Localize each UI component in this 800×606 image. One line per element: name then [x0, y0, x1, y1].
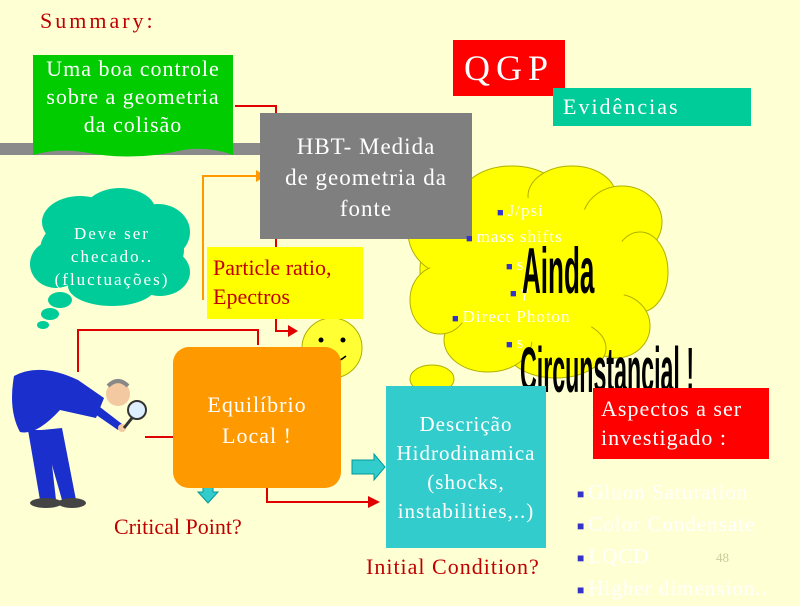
equilibrio-box: Equilíbrio Local !: [173, 347, 341, 488]
hbt-line-2: de geometria da: [285, 165, 447, 190]
equilibrio-line-2: Local !: [222, 423, 292, 448]
man-with-magnifier-icon: [12, 369, 147, 508]
list-item: ■LQCD: [577, 544, 650, 568]
arrow-equilibrio-descricao: [351, 452, 386, 482]
aspectos-line-2: investigado :: [601, 425, 728, 450]
aspectos-box: Aspectos a ser investigado :: [593, 388, 769, 459]
page-title: Summary:: [40, 8, 156, 33]
descricao-line-2: Hidrodinamica: [396, 441, 536, 465]
initial-condition-label: Initial Condition?: [366, 554, 540, 579]
list-item: ■Gluon Saturation: [577, 480, 749, 504]
arrowhead-smiley: [288, 325, 298, 337]
connector-orange-hbt: [202, 175, 256, 300]
bullet-icon: ■: [510, 288, 518, 300]
cloud-item: ■J/psi: [497, 201, 544, 220]
note-line-2: checado..: [70, 247, 154, 266]
geometry-line-2: sobre a geometria: [46, 84, 220, 109]
bullet-icon: ■: [577, 583, 586, 598]
geometry-line-1: Uma boa controle: [46, 56, 220, 81]
cloud-item: ■Direct Photon: [452, 307, 571, 326]
geometry-control-box: Uma boa controle sobre a geometria da co…: [33, 55, 233, 155]
hbt-line-1: HBT- Medida: [296, 134, 436, 159]
note-line-1: Deve ser: [74, 224, 150, 243]
note-cloud-text: Deve ser checado.. (fluctuações): [42, 222, 182, 291]
aspectos-line-1: Aspectos a ser: [601, 396, 743, 421]
critical-point-label: Critical Point?: [114, 514, 242, 539]
descricao-line-1: Descrição: [419, 412, 513, 436]
page-number: 48: [716, 550, 729, 565]
connector-geometry-hbt: [235, 105, 277, 113]
cloud-item: ■γ: [510, 282, 530, 301]
connector-man-equilibrio: [77, 329, 259, 372]
ainda-overlay-text: Ainda: [522, 234, 595, 307]
bullet-icon: ■: [466, 233, 474, 245]
equilibrio-line-1: Equilíbrio: [207, 392, 307, 417]
bullet-icon: ■: [577, 487, 586, 502]
bullet-icon: ■: [506, 261, 514, 273]
list-item: ■Color Condensate: [577, 512, 756, 536]
arrowhead-descricao: [368, 496, 380, 508]
particle-line-2: Epectros: [213, 284, 290, 309]
bullet-icon: ■: [577, 551, 586, 566]
bullet-icon: ■: [452, 313, 460, 325]
note-line-3: (fluctuações): [54, 270, 170, 289]
hbt-box: HBT- Medida de geometria da fonte: [260, 113, 472, 239]
geometry-box-shape: [33, 55, 233, 157]
note-cloud: [30, 188, 190, 329]
descricao-box: Descrição Hidrodinamica (shocks, instabi…: [386, 386, 546, 548]
cloud-item: ■s: [506, 333, 525, 352]
cloud-item: ■mass shifts: [466, 227, 563, 246]
hbt-line-3: fonte: [339, 196, 393, 221]
bullet-icon: ■: [577, 519, 586, 534]
investigate-list: ■Gluon Saturation ■Color Condensate ■LQC…: [577, 478, 768, 606]
descricao-line-3: (shocks,: [427, 470, 505, 494]
bullet-icon: ■: [506, 339, 514, 351]
list-item: ■Higher dimension..: [577, 576, 768, 600]
bullet-icon: ■: [497, 207, 505, 219]
particle-ratio-box: Particle ratio, Epectros: [207, 247, 363, 319]
descricao-line-4: instabilities,..): [397, 499, 535, 523]
geometry-line-3: da colisão: [83, 112, 183, 137]
cloud-item: ■s: [506, 255, 525, 274]
qgp-label: QGP: [453, 40, 565, 96]
particle-line-1: Particle ratio,: [213, 255, 332, 280]
evidencias-label: Evidências: [553, 88, 751, 126]
